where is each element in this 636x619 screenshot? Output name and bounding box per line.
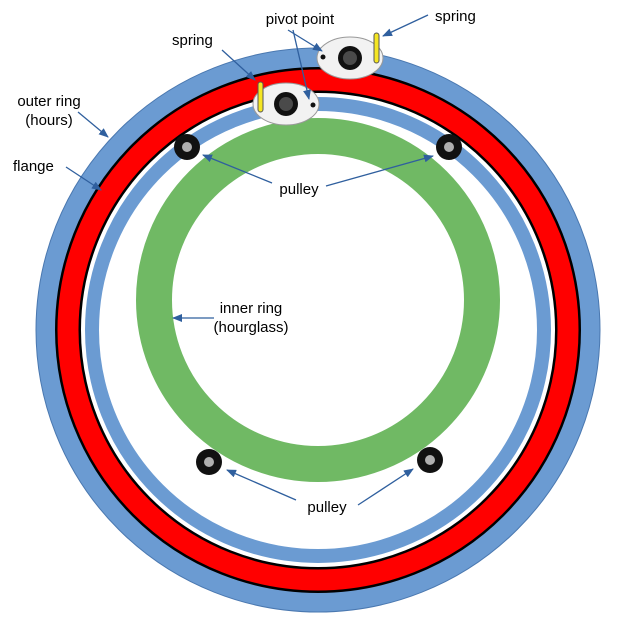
pulley-top-right (436, 134, 462, 160)
arrow-pulley-bottom-right (357, 468, 414, 506)
arrow-outer-ring (77, 111, 109, 138)
arrow-pivot-lower (292, 29, 311, 100)
pulley-top-left (174, 134, 200, 160)
arrow-pulley-top-right (325, 154, 434, 187)
arrow-flange (65, 166, 102, 191)
pivot-block-lower (252, 82, 320, 126)
label-inner-ring-hourglass: (hourglass) (213, 319, 288, 336)
pulley-bottom-right (417, 447, 443, 473)
label-pulley-top: pulley (279, 181, 319, 198)
spring-left (257, 81, 264, 113)
label-flange: flange (13, 158, 54, 175)
label-pivot-point: pivot point (266, 11, 335, 28)
label-outer-ring-hours: (hours) (25, 112, 73, 129)
flange-fill (57, 69, 579, 591)
spring-top-right (373, 32, 380, 64)
arrow-spring-left (221, 49, 256, 81)
arrow-pulley-bottom-left (226, 469, 297, 501)
label-spring-left: spring (172, 32, 213, 49)
label-outer-ring: outer ring (17, 93, 80, 110)
pulley-bottom-left (196, 449, 222, 475)
label-inner-ring: inner ring (220, 300, 283, 317)
label-pulley-bottom: pulley (307, 499, 347, 516)
inner-ring (136, 118, 500, 482)
arrow-pulley-top-left (202, 154, 273, 184)
pivot-block-top (316, 36, 384, 80)
label-spring-top-right: spring (435, 8, 476, 25)
arrow-spring-top-right (382, 14, 429, 37)
